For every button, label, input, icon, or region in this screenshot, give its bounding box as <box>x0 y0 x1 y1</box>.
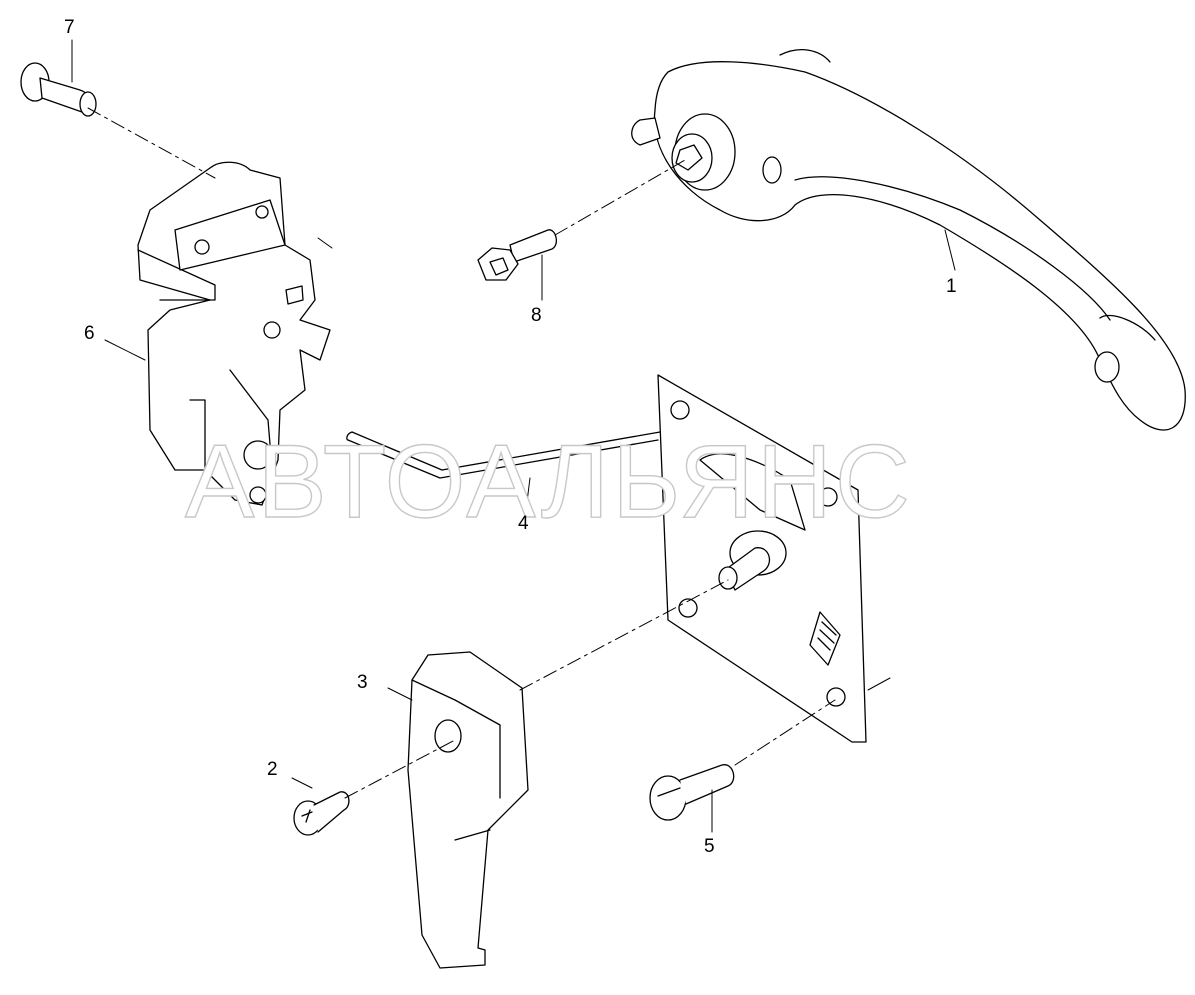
slotted-screw <box>649 764 735 821</box>
callout-6: 6 <box>84 323 95 344</box>
inner-lever <box>407 651 529 969</box>
mounting-plate <box>657 374 867 743</box>
screw-small <box>293 791 350 836</box>
callout-3: 3 <box>357 672 368 693</box>
callout-8: 8 <box>531 305 542 326</box>
callout-7: 7 <box>64 17 75 38</box>
callout-5: 5 <box>704 836 715 857</box>
axis-lines <box>87 107 836 799</box>
lock-mechanism <box>137 161 331 506</box>
outer-door-handle <box>631 49 1186 431</box>
link-rod <box>346 431 661 479</box>
callout-4: 4 <box>518 513 529 534</box>
leader-lines <box>71 39 956 833</box>
callout-2: 2 <box>267 759 278 780</box>
watermark: АВТОАЛЬЯНС <box>184 424 914 540</box>
callout-1: 1 <box>946 276 957 297</box>
rivet <box>20 62 97 117</box>
hex-bolt <box>477 229 558 281</box>
